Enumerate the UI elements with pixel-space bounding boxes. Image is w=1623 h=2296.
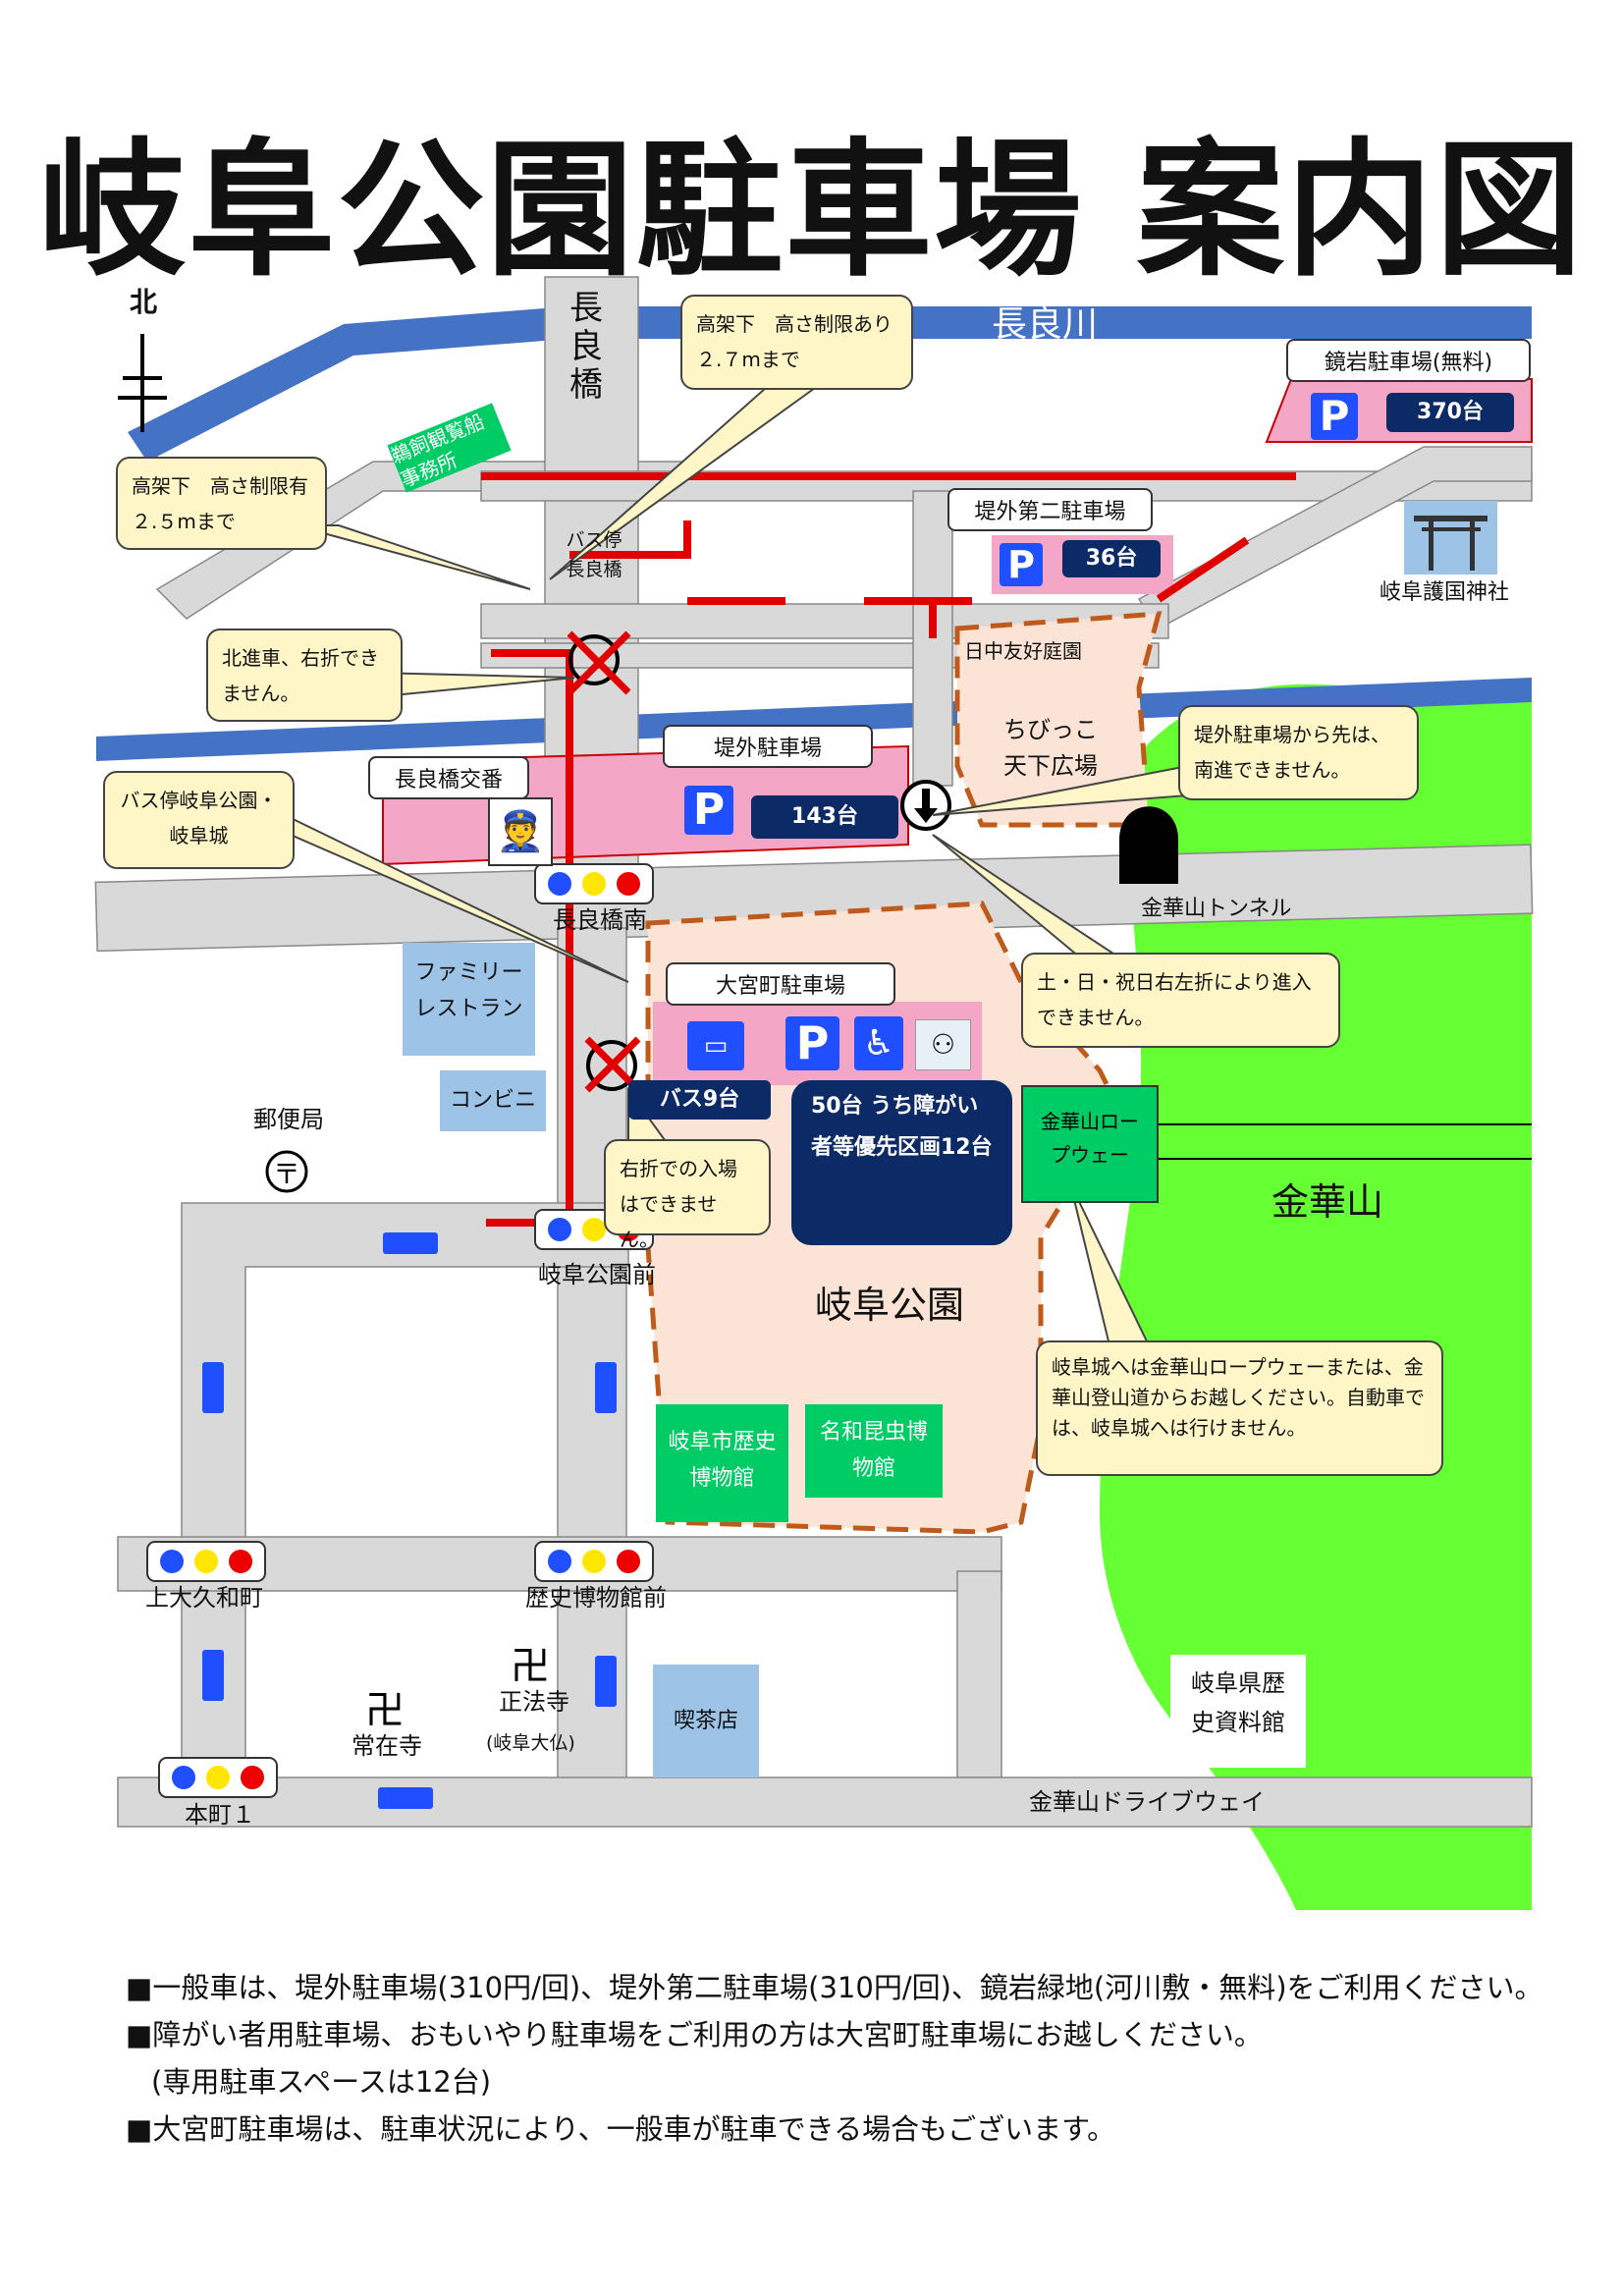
insect-label: 名和昆虫博物館 (805, 1404, 943, 1498)
family-icon: ⚇ (915, 1019, 971, 1070)
road-drive (117, 1777, 1533, 1828)
gokoku-label: 岐阜護国神社 (1380, 580, 1510, 605)
note-line: ■一般車は、堤外駐車場(310円/回)、堤外第二駐車場(310円/回)、鏡岩緑地… (126, 1971, 1543, 2004)
teigai-name: 堤外駐車場 (663, 725, 873, 768)
pref-museum-label: 岐阜県歴史資料館 (1170, 1655, 1306, 1768)
koban-label: 長良橋交番 (368, 756, 529, 799)
signal-honmachi: 本町１ (185, 1801, 255, 1829)
omiya-name: 大宮町駐車場 (666, 962, 895, 1006)
teigai2-name: 堤外第二駐車場 (947, 488, 1153, 531)
callout-castle: 岐阜城へは金華山ロープウェーまたは、金華山登山道からお越しください。自動車では、… (1036, 1340, 1443, 1476)
north-label: 北 (130, 286, 158, 318)
signal-icon (146, 1541, 266, 1582)
signal-nagarabashi-minami: 長良橋南 (553, 906, 647, 934)
temple-icon: 卍 (511, 1644, 550, 1689)
kissa-label: 喫茶店 (653, 1665, 759, 1777)
conveni-label: コンビニ (440, 1070, 546, 1131)
daibutsu-label: (岐阜大仏) (486, 1732, 575, 1754)
note-line: ■大宮町駐車場は、駐車状況により、一般車が駐車できる場合もございます。 (126, 2112, 1116, 2146)
note-line: (専用駐車スペースは12台) (151, 2065, 492, 2099)
parking-icon: P (1000, 543, 1043, 586)
tunnel (1119, 806, 1178, 884)
north-arrow-icon (118, 334, 167, 432)
callout-north-right: 北進車、右折できません。 (206, 629, 403, 722)
post-label: 郵便局 (253, 1106, 324, 1133)
kagamiiwa-count: 370台 (1386, 393, 1514, 432)
kagamiiwa-name: 鏡岩駐車場(無料) (1286, 339, 1531, 382)
shoho-label: 正法寺 (499, 1688, 569, 1716)
bridge-label: 長良橋 (569, 289, 603, 406)
drive-label: 金華山ドライブウェイ (1029, 1788, 1265, 1816)
callout-height25: 高架下 高さ制限有２.５mまで (116, 457, 327, 550)
callout-bus-stop: バス停岐阜公園・岐阜城 (103, 771, 295, 869)
park-label: 岐阜公園 (815, 1284, 965, 1327)
svg-text:〒: 〒 (273, 1158, 300, 1190)
note-line: ■障がい者用駐車場、おもいやり駐車場をご利用の方は大宮町駐車場にお越しください。 (126, 2018, 1263, 2051)
callout-height27: 高架下 高さ制限あり２.７mまで (680, 295, 913, 390)
nagara-river-label: 長良川 (992, 304, 1099, 345)
side-river (96, 678, 1532, 761)
teigai2-count: 36台 (1062, 540, 1161, 577)
page-title: 岐阜公園駐車場 案内図 (38, 126, 1585, 297)
signal-icon (534, 1541, 654, 1582)
notes: ■一般車は、堤外駐車場(310円/回)、堤外第二駐車場(310円/回)、鏡岩緑地… (126, 1964, 1543, 2153)
parking-icon: P (1311, 393, 1358, 440)
family-restaurant-label: ファミリーレストラン (403, 943, 535, 1056)
nagara-river (128, 306, 1532, 462)
omiya-bus: バス9台 (628, 1080, 771, 1120)
parking-icon: P (684, 786, 733, 835)
road-east-side (956, 1570, 1002, 1778)
one-way-arrow-icon (202, 1232, 617, 1809)
chibikko-label: ちびっこ天下広場 (1003, 716, 1098, 781)
torii-icon (1404, 501, 1497, 574)
no-entry-south-icon (900, 780, 951, 831)
ropeway-label: 金華山ロープウェー (1021, 1085, 1159, 1203)
post-office-icon (265, 1150, 308, 1193)
signal-icon (534, 863, 654, 904)
signal-kamiokuwa: 上大久和町 (145, 1584, 263, 1612)
temple-icon: 卍 (365, 1688, 405, 1733)
signal-icon (158, 1757, 278, 1798)
signal-gifukoen-mae: 岐阜公園前 (538, 1261, 656, 1288)
omiya-cars: 50台 うち障がい者等優先区画12台 (791, 1080, 1012, 1245)
police-icon: 👮 (488, 797, 553, 866)
kinkazan-label: 金華山 (1271, 1180, 1384, 1224)
no-entry-icon (567, 630, 631, 695)
callout-no-south: 堤外駐車場から先は、南進できません。 (1178, 705, 1419, 800)
wheelchair-icon: ♿ (854, 1016, 903, 1070)
route-mid4 (1156, 536, 1250, 603)
route-mid (569, 520, 691, 559)
parking-icon: P (785, 1016, 839, 1070)
callout-weekend: 土・日・祝日右左折により進入できません。 (1021, 953, 1340, 1048)
tunnel-label: 金華山トンネル (1141, 897, 1292, 921)
callout-no-right-entry: 右折での入場はできません。 (604, 1139, 771, 1251)
jozai-label: 常在寺 (352, 1732, 422, 1760)
signal-rekishi: 歴史博物館前 (525, 1584, 667, 1612)
nicchu-label: 日中友好庭園 (964, 639, 1082, 663)
busstop-nagara-label: バス停長良橋 (566, 529, 622, 581)
bus-icon: ▭ (687, 1021, 744, 1070)
museum-label: 岐阜市歴史博物館 (656, 1404, 788, 1522)
teigai-count: 143台 (751, 795, 898, 839)
